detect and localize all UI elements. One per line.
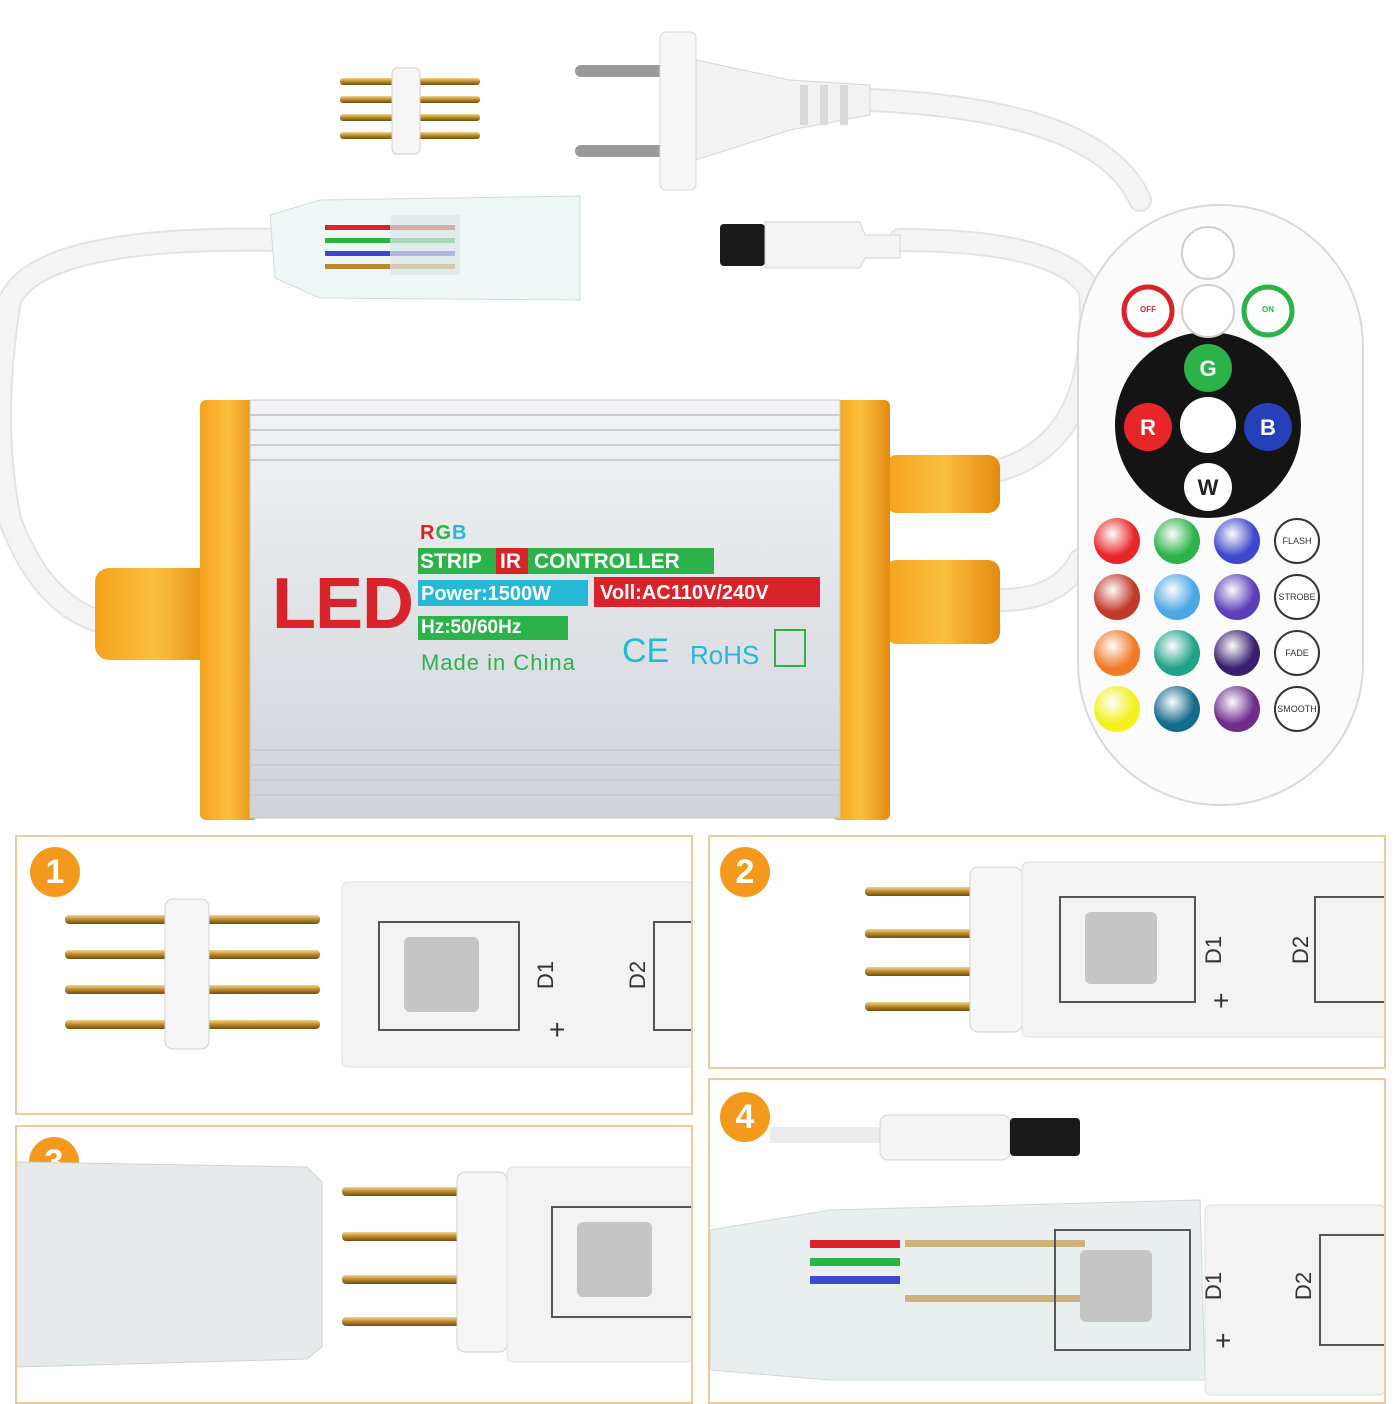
remote-color-button[interactable] — [1214, 630, 1260, 676]
rohs-mark: RoHS — [690, 640, 760, 670]
remote-on-label[interactable]: ON — [1262, 305, 1274, 314]
step-badge-4: 4 — [720, 1092, 770, 1142]
remote-g-button[interactable]: G — [1199, 356, 1217, 381]
step-1-plus-label: + — [549, 1014, 566, 1045]
remote-mode-button-strobe[interactable]: STROBE — [1274, 574, 1320, 620]
step-1-illustration — [65, 881, 691, 1068]
step-1-d2-label: D2 — [625, 960, 651, 990]
step-1-d1-label: D1 — [533, 960, 559, 990]
pin-connector-icon — [340, 67, 480, 155]
remote-color-button[interactable] — [1094, 518, 1140, 564]
step-4-plus-label: + — [1215, 1325, 1232, 1356]
step-panel-2: 2 D1 D2 + — [708, 835, 1386, 1069]
remote-color-button[interactable] — [1154, 686, 1200, 732]
remote-w-button[interactable]: W — [1197, 475, 1219, 500]
step-2-d1-label: D1 — [1201, 935, 1227, 965]
step-badge-1: 1 — [30, 847, 80, 897]
step-panel-4: 4 D1 D2 + — [708, 1078, 1386, 1404]
step-2-plus-label: + — [1213, 985, 1230, 1016]
step-4-d1-label: D1 — [1201, 1271, 1227, 1301]
remote-b-button[interactable]: B — [1260, 415, 1276, 440]
remote-color-grid: FLASH STROBE FADE SMOOTH — [1094, 518, 1334, 738]
controller-rgb-label: RGB — [420, 523, 467, 543]
remote-r-button[interactable]: R — [1140, 415, 1156, 440]
power-label: Power:1500W — [421, 583, 552, 605]
remote-mode-button-flash[interactable]: FLASH — [1274, 518, 1320, 564]
remote-color-button[interactable] — [1214, 686, 1260, 732]
remote-off-label[interactable]: OFF — [1140, 305, 1156, 314]
ir-label: IR — [500, 550, 521, 573]
step-panel-1: 1 D1 D2 + — [15, 835, 693, 1115]
step-3-illustration — [17, 1161, 691, 1368]
rgb-b: B — [452, 522, 468, 544]
rgb-g: G — [435, 522, 453, 544]
step-4-d2-label: D2 — [1291, 1271, 1317, 1301]
step-panel-3: 3 — [15, 1125, 693, 1404]
remote-mode-button-smooth[interactable]: SMOOTH — [1274, 686, 1320, 732]
remote-color-button[interactable] — [1214, 574, 1260, 620]
remote-color-button[interactable] — [1154, 630, 1200, 676]
controller-label: CONTROLLER — [534, 550, 680, 573]
remote-color-button[interactable] — [1154, 574, 1200, 620]
step-2-d2-label: D2 — [1288, 935, 1314, 965]
ir-receiver-icon — [720, 221, 901, 269]
step-2-illustration — [865, 861, 1384, 1038]
rgb-r: R — [420, 522, 436, 544]
hz-label: Hz:50/60Hz — [421, 617, 522, 638]
remote-color-button[interactable] — [1154, 518, 1200, 564]
remote-color-button[interactable] — [1214, 518, 1260, 564]
step-badge-2: 2 — [720, 847, 770, 897]
remote-color-button[interactable] — [1094, 574, 1140, 620]
ce-mark: CE — [622, 632, 670, 670]
made-in-label: Made in China — [421, 650, 576, 675]
remote-color-button[interactable] — [1094, 686, 1140, 732]
step-4-illustration — [710, 1114, 1384, 1396]
remote-mode-button-fade[interactable]: FADE — [1274, 630, 1320, 676]
eu-plug-icon — [575, 31, 871, 191]
remote-color-button[interactable] — [1094, 630, 1140, 676]
controller-led-logo: LED — [272, 564, 414, 644]
strip-end-connector-icon — [269, 195, 581, 301]
volt-label: Voll:AC110V/240V — [600, 582, 769, 604]
strip-label: STRIP — [420, 550, 482, 573]
controller-box-shell — [95, 399, 1000, 820]
